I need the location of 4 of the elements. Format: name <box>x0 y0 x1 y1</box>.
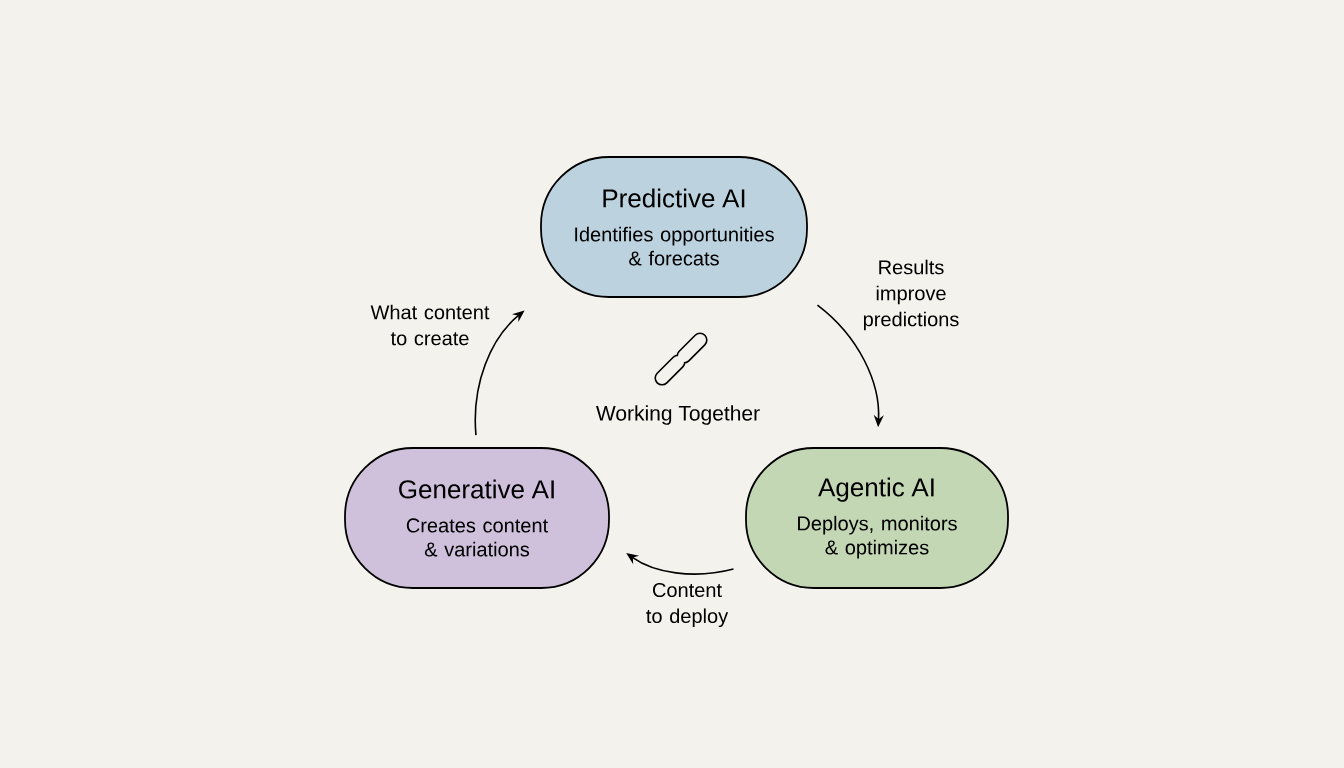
edge-label: Results improve predictions <box>863 259 959 331</box>
edge-label: Content to deploy <box>646 582 729 628</box>
edge-label: What content to create <box>370 304 490 346</box>
center-label: Working Together <box>596 405 760 425</box>
